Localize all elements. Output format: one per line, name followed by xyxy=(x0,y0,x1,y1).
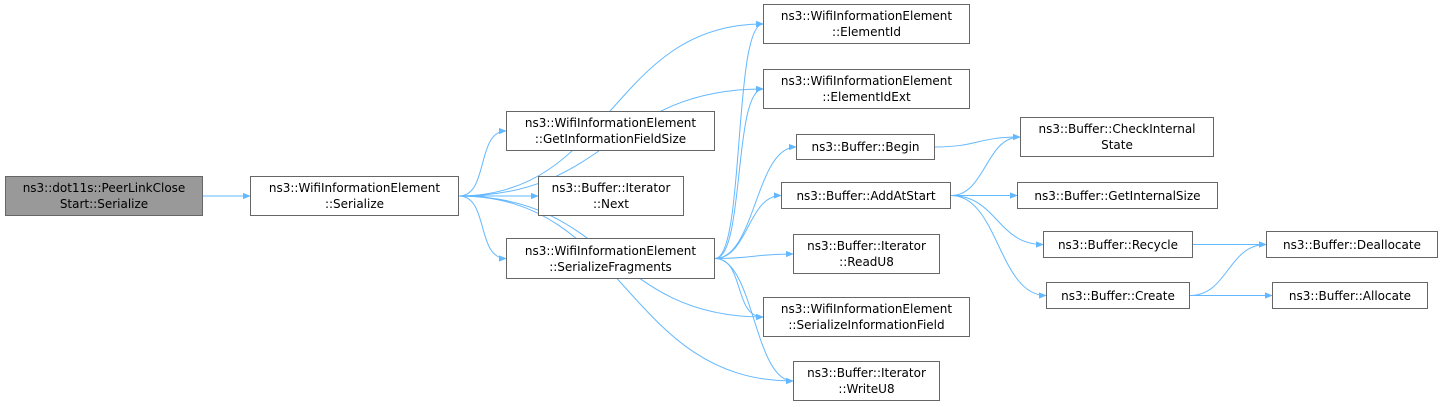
node-serialize-fragments[interactable]: ns3::WifiInformationElement ::SerializeF… xyxy=(506,238,715,279)
node-label-line1: ns3::dot11s::PeerLinkClose xyxy=(22,181,186,195)
edge-wie_serialize-to-elementid xyxy=(458,20,764,197)
node-label-line1: ns3::WifiInformationElement xyxy=(268,181,441,195)
node-check-internal-state[interactable]: ns3::Buffer::CheckInternal State xyxy=(1020,117,1214,157)
node-label-line2: ::Next xyxy=(592,197,630,211)
node-label-line2: ::Serialize xyxy=(324,197,385,211)
node-label-line2: ::SerializeFragments xyxy=(549,259,672,274)
edge-serializefragments-to-serializeinfofield xyxy=(714,258,764,321)
node-element-id-ext[interactable]: ns3::WifiInformationElement ::ElementIdE… xyxy=(763,69,970,109)
edge-serializefragments-to-iter_readu8 xyxy=(714,250,794,259)
node-peerlinkclose-start-serialize: ns3::dot11s::PeerLinkClose Start::Serial… xyxy=(5,176,203,216)
node-label-line2: Start::Serialize xyxy=(59,197,149,211)
edge-serializefragments-to-iter_writeu8 xyxy=(714,258,794,385)
node-buffer-begin[interactable]: ns3::Buffer::Begin xyxy=(796,134,935,160)
node-label-line1: ns3::Buffer::Iterator xyxy=(807,366,926,380)
node-label-line1: ns3::Buffer::CheckInternal xyxy=(1038,122,1196,136)
node-label-line1: ns3::Buffer::Recycle xyxy=(1057,237,1179,252)
node-wifi-information-element-serialize[interactable]: ns3::WifiInformationElement ::Serialize xyxy=(250,176,459,216)
edge-serializefragments-to-buffer_addatstart xyxy=(714,192,782,259)
edge-buffer_begin-to-checkinternalstate xyxy=(934,133,1021,148)
node-label-line1: ns3::WifiInformationElement xyxy=(524,116,697,130)
edge-buffer_addatstart-to-create xyxy=(950,195,1047,299)
node-serialize-information-field[interactable]: ns3::WifiInformationElement ::SerializeI… xyxy=(763,297,970,337)
node-buffer-recycle[interactable]: ns3::Buffer::Recycle xyxy=(1043,231,1193,258)
node-iterator-write-u8[interactable]: ns3::Buffer::Iterator ::WriteU8 xyxy=(793,361,940,401)
edge-serializefragments-to-elementidext xyxy=(714,85,764,259)
node-label-line1: ns3::Buffer::Allocate xyxy=(1288,288,1412,303)
edge-wie_serialize-to-iter_writeu8 xyxy=(458,195,794,385)
node-label-line2: ::ElementId xyxy=(832,25,901,39)
node-label-line2: ::ElementIdExt xyxy=(822,90,911,104)
node-label-line2: State xyxy=(1101,138,1133,152)
edge-create-to-deallocate xyxy=(1189,241,1267,296)
node-label-line2: ::WriteU8 xyxy=(838,382,895,396)
node-buffer-allocate[interactable]: ns3::Buffer::Allocate xyxy=(1272,282,1428,309)
node-label-line2: ::ReadU8 xyxy=(839,255,894,269)
edge-serializefragments-to-buffer_begin xyxy=(714,143,797,259)
node-element-id[interactable]: ns3::WifiInformationElement ::ElementId xyxy=(763,4,970,44)
node-buffer-deallocate[interactable]: ns3::Buffer::Deallocate xyxy=(1266,231,1438,258)
node-label-line2: ::SerializeInformationField xyxy=(788,318,945,332)
edge-wie_serialize-to-serializefragments xyxy=(458,195,507,262)
node-iterator-read-u8[interactable]: ns3::Buffer::Iterator ::ReadU8 xyxy=(793,234,940,274)
edge-buffer_addatstart-to-recycle xyxy=(950,195,1044,248)
node-label-line1: ns3::Buffer::Iterator xyxy=(551,181,671,195)
node-label-line1: ns3::Buffer::Iterator xyxy=(807,239,926,253)
node-iterator-next[interactable]: ns3::Buffer::Iterator ::Next xyxy=(538,176,684,216)
node-label-line1: ns3::Buffer::Create xyxy=(1061,288,1175,303)
node-label-line1: ns3::WifiInformationElement xyxy=(780,302,953,316)
edge-wie_serialize-to-getinfofieldsize xyxy=(458,127,507,197)
node-label-line1: ns3::Buffer::Begin xyxy=(811,140,920,154)
node-label-line1: ns3::Buffer::Deallocate xyxy=(1283,237,1421,252)
node-label-line1: ns3::WifiInformationElement xyxy=(524,243,697,258)
node-label-line1: ns3::WifiInformationElement xyxy=(780,9,953,23)
node-buffer-create[interactable]: ns3::Buffer::Create xyxy=(1046,282,1190,309)
edge-serializefragments-to-elementid xyxy=(714,20,764,259)
node-label-line1: ns3::Buffer::AddAtStart xyxy=(796,188,936,203)
node-label-line2: ::GetInformationFieldSize xyxy=(534,132,687,146)
node-get-internal-size[interactable]: ns3::Buffer::GetInternalSize xyxy=(1017,182,1218,209)
node-get-information-field-size[interactable]: ns3::WifiInformationElement ::GetInforma… xyxy=(506,111,715,151)
edge-buffer_addatstart-to-checkinternalstate xyxy=(950,133,1021,196)
node-label-line1: ns3::WifiInformationElement xyxy=(780,74,953,88)
node-buffer-add-at-start[interactable]: ns3::Buffer::AddAtStart xyxy=(781,182,951,209)
node-label-line1: ns3::Buffer::GetInternalSize xyxy=(1034,188,1201,203)
